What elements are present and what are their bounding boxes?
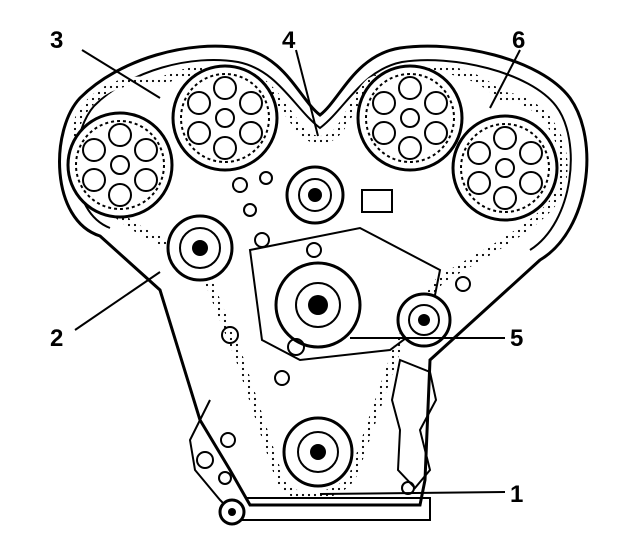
camshaft-sprocket-right-rear	[356, 64, 464, 172]
leader-line-1	[319, 491, 506, 495]
camshaft-sprocket-right-front	[451, 114, 559, 222]
callout-6: 6	[512, 27, 525, 54]
leader-line-4	[295, 49, 319, 137]
leader-line-6	[489, 49, 521, 109]
camshaft-sprocket-left-rear	[171, 64, 279, 172]
leader-line-3	[81, 49, 161, 99]
crankshaft-sprocket	[282, 416, 354, 488]
callout-2: 2	[50, 325, 63, 352]
upper-idler-pulley	[285, 165, 345, 225]
lower-idler-pulley	[396, 292, 452, 348]
callout-3: 3	[50, 27, 63, 54]
timing-cover-outline	[58, 44, 589, 507]
timing-mark-plate	[361, 189, 393, 213]
oil-pump-housing	[390, 358, 438, 490]
camshaft-sprocket-left-front	[66, 111, 174, 219]
callout-5: 5	[510, 325, 523, 352]
crank-pin-bolt	[218, 498, 246, 526]
leader-line-2	[74, 271, 161, 331]
mounting-bolts	[196, 171, 471, 495]
callout-4: 4	[282, 27, 296, 54]
callout-1: 1	[510, 481, 523, 508]
water-pump	[274, 261, 362, 349]
tensioner-pulley	[166, 214, 234, 282]
timing-cover-inner	[75, 58, 572, 251]
